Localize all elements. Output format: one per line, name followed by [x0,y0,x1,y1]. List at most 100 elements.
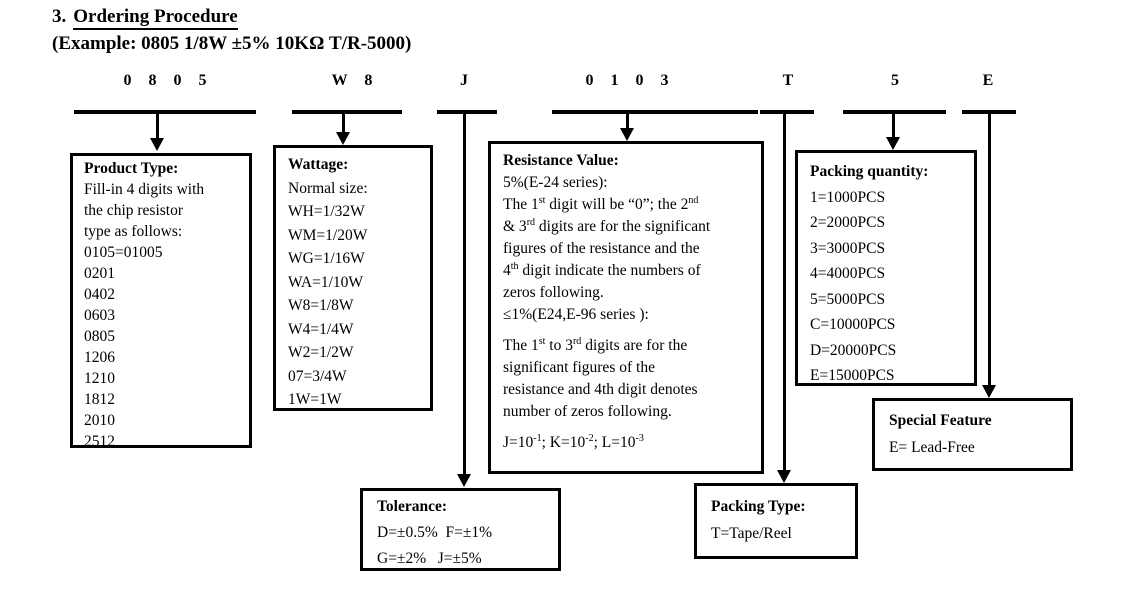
box-special-feature-lines: E= Lead-Free [889,434,1066,461]
code-segment-product: 0 8 0 5 [123,72,207,89]
connector-resistance [626,110,629,130]
connector-wattage [342,110,345,134]
arrowhead-wattage-icon [336,132,350,145]
box-line: 0201 [84,265,115,282]
box-line: 1206 [84,349,115,366]
connector-product [156,110,159,140]
box-special-feature-title: Special Feature [889,412,992,429]
box-line: 5%(E-24 series): [503,174,608,191]
box-line: 2=2000PCS [810,214,886,231]
box-line: 0105=01005 [84,244,163,261]
box-packing-type: Packing Type: T=Tape/Reel [694,483,858,559]
section-title: 3. Ordering Procedure [52,6,238,30]
code-segment-resistance: 0 1 0 3 [585,72,669,89]
arrowhead-packing-qty-icon [886,137,900,150]
box-packing-type-title: Packing Type: [711,498,806,515]
code-segment-tolerance: J [460,72,468,89]
box-line: 2010 [84,412,115,429]
underline-wattage [292,110,402,114]
box-line: W8=1/8W [288,297,354,314]
box-line: WH=1/32W [288,203,365,220]
box-line: 0805 [84,328,115,345]
box-line: type as follows: [84,223,183,240]
box-product-type-title: Product Type: [84,160,179,177]
box-wattage: Wattage: Normal size: WH=1/32W WM=1/20W WG=… [273,145,433,411]
connector-packing-type [783,110,786,472]
box-line: number of zeros following. [503,403,672,420]
box-packing-quantity-lines: 1=1000PCS 2=2000PCS 3=3000PCS 4=4000PCS 5=50… [810,185,970,389]
arrowhead-packing-type-icon [777,470,791,483]
box-line: the chip resistor [84,202,184,219]
code-segment-packing-qty: 5 [891,72,899,89]
box-line: 2512 [84,433,115,450]
box-line: WM=1/20W [288,226,368,244]
box-line: Normal size: [288,179,368,197]
code-segment-packing-type: T [782,72,794,89]
arrowhead-tolerance-icon [457,474,471,487]
arrowhead-special-icon [982,385,996,398]
box-tolerance-lines: D=±0.5% F=±1% G=±2% J=±5% [377,520,554,572]
box-line: 0402 [84,286,115,303]
underline-tolerance [437,110,497,114]
box-line: 07=3/4W [288,367,347,385]
box-line: zeros following. [503,284,604,301]
box-line: 4th digit indicate the numbers of [503,260,701,279]
box-resistance-value-lines: 5%(E-24 series): The 1st digit will be “0… [503,172,757,454]
box-line: 1W=1W [288,391,342,408]
box-tolerance: Tolerance: D=±0.5% F=±1% G=±2% J=±5% [360,488,561,571]
box-line: G=±2% J=±5% [377,550,482,567]
box-line [503,326,757,335]
box-packing-quantity-title: Packing quantity: [810,163,929,180]
box-line: 4=4000PCS [810,265,886,282]
box-line: 0603 [84,307,115,324]
box-line: significant figures of the [503,359,655,376]
connector-special [988,110,991,387]
connector-packing-qty [892,110,895,139]
arrowhead-product-icon [150,138,164,151]
box-line: WG=1/16W [288,250,365,267]
code-segment-wattage: W 8 [331,72,373,89]
box-wattage-lines: Normal size: WH=1/32W WM=1/20W WG=1/16W WA=1… [288,177,426,412]
box-product-type-lines: Fill-in 4 digits with the chip resistor ty… [84,179,245,452]
box-line: E= Lead-Free [889,439,975,456]
underline-product [74,110,256,114]
box-resistance-value: Resistance Value: 5%(E-24 series): The 1s… [488,141,764,474]
box-line: T=Tape/Reel [711,525,792,542]
box-line: The 1st to 3rd digits are for the [503,335,688,354]
section-title-text: Ordering Procedure [73,6,238,30]
box-line: 5=5000PCS [810,290,886,308]
example-line: (Example: 0805 1/8W ±5% 10KΩ T/R-5000) [52,33,412,54]
box-line: 3=3000PCS [810,239,886,257]
underline-resistance [552,110,758,114]
box-line: W2=1/2W [288,344,354,361]
underline-packing-type [760,110,814,114]
box-packing-quantity: Packing quantity: 1=1000PCS 2=2000PCS 3=30… [795,150,977,386]
box-line: ≤1%(E24,E-96 series ): [503,306,649,323]
box-wattage-title: Wattage: [288,156,349,173]
box-product-type: Product Type: Fill-in 4 digits with the c… [70,153,252,450]
section-number: 3. [52,6,67,27]
box-line: C=10000PCS [810,316,896,333]
box-line: 1210 [84,370,115,387]
box-line: 1812 [84,391,115,408]
box-packing-type-lines: T=Tape/Reel [711,520,851,547]
box-line: 1=1000PCS [810,188,886,206]
arrowhead-resistance-icon [620,128,634,141]
code-segment-special: E [982,72,994,89]
box-line: J=10-1; K=10-2; L=10-3 [503,432,644,451]
box-tolerance-title: Tolerance: [377,498,448,515]
box-line [503,423,757,432]
box-line: D=20000PCS [810,341,897,359]
box-resistance-value-title: Resistance Value: [503,152,619,169]
box-line: Fill-in 4 digits with [84,181,205,198]
box-line: W4=1/4W [288,320,354,338]
box-line: The 1st digit will be “0”; the 2nd [503,194,699,213]
box-line: resistance and 4th digit denotes [503,381,698,398]
box-special-feature: Special Feature E= Lead-Free [872,398,1073,471]
connector-tolerance [463,110,466,476]
box-line: E=15000PCS [810,367,895,384]
box-line: D=±0.5% F=±1% [377,524,493,541]
box-line: WA=1/10W [288,273,364,291]
box-line: figures of the resistance and the [503,240,700,257]
